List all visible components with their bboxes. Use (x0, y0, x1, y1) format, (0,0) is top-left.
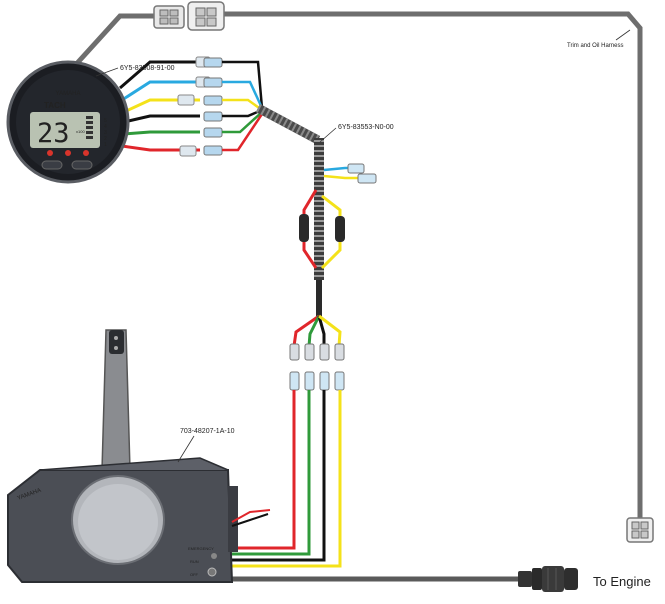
gauge-warning-icons (47, 150, 89, 156)
gauge-scale-4: 4 (104, 124, 107, 130)
harness-connector-large (187, 1, 225, 31)
trim-oil-harness-cable-right (218, 11, 643, 518)
gauge-bargraph (86, 116, 93, 139)
harness-connector-small (153, 5, 185, 29)
gauge-scale-2: 2 (104, 136, 107, 142)
part-labels: 6Y5-83508-91-00 6Y5-83553-N0-00 703-4820… (95, 29, 651, 589)
lower-split-wires (292, 314, 342, 347)
gauge-reading: 23 (37, 118, 70, 149)
upper-pin-connectors (289, 343, 345, 361)
tachometer-gauge: YAMAHA TACH 23 x100 5 4 3 2 1 (6, 60, 130, 184)
run-label: RUN (190, 559, 199, 564)
sheath-branch-connectors (347, 163, 377, 184)
off-label: OFF (190, 572, 199, 577)
lower-pin-connectors (289, 371, 345, 391)
lanyard-wires (231, 509, 271, 527)
gauge-scale-1: 1 (104, 142, 107, 148)
gauge-scale-5: 5 (104, 118, 107, 124)
remote-control-box: YAMAHA EMERGENCY RUN OFF (7, 329, 238, 583)
emergency-label: EMERGENCY (188, 546, 214, 551)
harness-side-wires (222, 60, 264, 152)
trim-harness-label: Trim and Oil Harness (567, 43, 623, 49)
gauge-brand: YAMAHA (56, 91, 81, 97)
control-part-label: 703-48207-1A-10 (180, 428, 235, 435)
gauge-connector-pins (177, 56, 223, 157)
gauge-unit: x100 (76, 129, 85, 134)
gauge-title: TACH (44, 101, 66, 110)
engine-side-connector (626, 517, 654, 543)
to-engine-label: To Engine (593, 574, 651, 589)
trim-oil-harness-cable (58, 13, 158, 84)
control-wires (232, 390, 342, 568)
gauge-lcd (30, 112, 100, 148)
handle-grip (109, 330, 124, 354)
gauge-button-right (71, 160, 93, 170)
gauge-button-left (41, 160, 63, 170)
fuse-holders (299, 214, 345, 242)
gauge-wires (119, 60, 200, 152)
gauge-scale-3: 3 (104, 130, 107, 136)
engine-plug (518, 566, 578, 592)
tach-part-label: 6Y5-83508-91-00 (120, 65, 175, 72)
control-side-plate (228, 486, 238, 552)
harness-part-label: 6Y5-83553-N0-00 (338, 124, 394, 131)
harness-sheath (255, 104, 324, 280)
